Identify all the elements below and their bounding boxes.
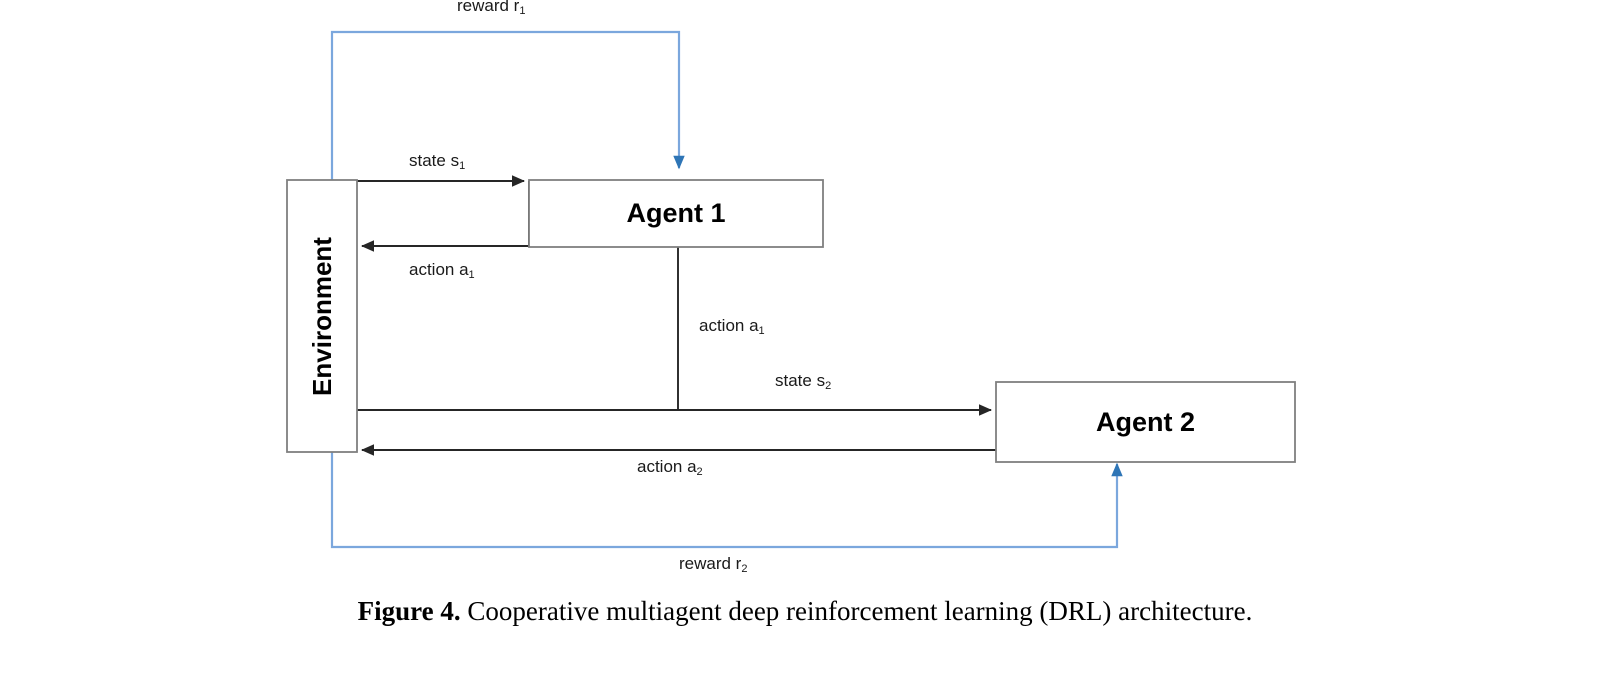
reward-r2-path — [330, 452, 1123, 549]
figure-caption: Figure 4. Cooperative multiagent deep re… — [0, 596, 1610, 627]
environment-box[interactable] — [286, 179, 358, 453]
agent2-box[interactable] — [995, 381, 1296, 463]
edge-reward-r1 — [330, 30, 685, 180]
edge-reward-r2 — [330, 452, 1123, 549]
reward-r1-path — [330, 30, 685, 180]
figure-caption-text: Cooperative multiagent deep reinforcemen… — [460, 596, 1253, 626]
figure-caption-label: Figure 4. — [357, 596, 461, 626]
agent1-box[interactable] — [528, 179, 824, 248]
